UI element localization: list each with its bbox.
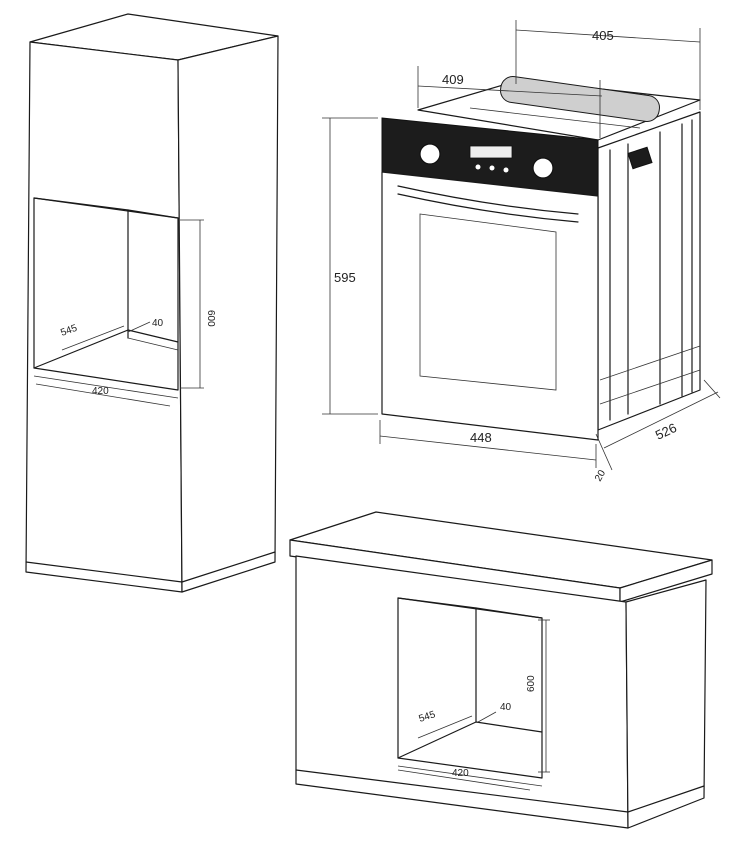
base-height-label: 600 xyxy=(526,675,537,692)
base-cabinet: 545 40 600 420 xyxy=(289,511,713,829)
oven-top-width-label: 405 xyxy=(592,28,614,43)
base-width-label: 420 xyxy=(452,768,469,779)
base-cabinet-niche xyxy=(397,597,543,787)
oven-side-rails xyxy=(599,119,701,421)
oven-dimensions xyxy=(322,20,721,471)
tall-cabinet: 545 40 600 420 xyxy=(25,13,279,593)
left-knob xyxy=(419,143,441,165)
oven-top-depth-label: 409 xyxy=(442,72,464,87)
oven-depth-label: 526 xyxy=(653,420,679,443)
oven-top-vent xyxy=(469,76,660,129)
tall-height-label: 600 xyxy=(205,310,216,327)
display xyxy=(469,145,513,159)
oven-door xyxy=(381,171,599,441)
tall-width-label: 420 xyxy=(92,386,109,397)
oven-control-panel xyxy=(381,117,599,197)
oven: 405 409 595 448 526 20 xyxy=(322,20,721,484)
oven-width-label: 448 xyxy=(470,430,492,445)
tall-cabinet-niche xyxy=(33,197,179,399)
tall-gap-label: 40 xyxy=(152,318,164,329)
base-depth-label: 545 xyxy=(418,709,438,725)
tall-cabinet-dimensions xyxy=(35,219,204,407)
oven-height-label: 595 xyxy=(334,270,356,285)
base-cabinet-dimensions xyxy=(397,619,550,791)
right-knob xyxy=(532,157,554,179)
base-gap-label: 40 xyxy=(500,702,512,713)
oven-front-label: 20 xyxy=(593,468,608,484)
